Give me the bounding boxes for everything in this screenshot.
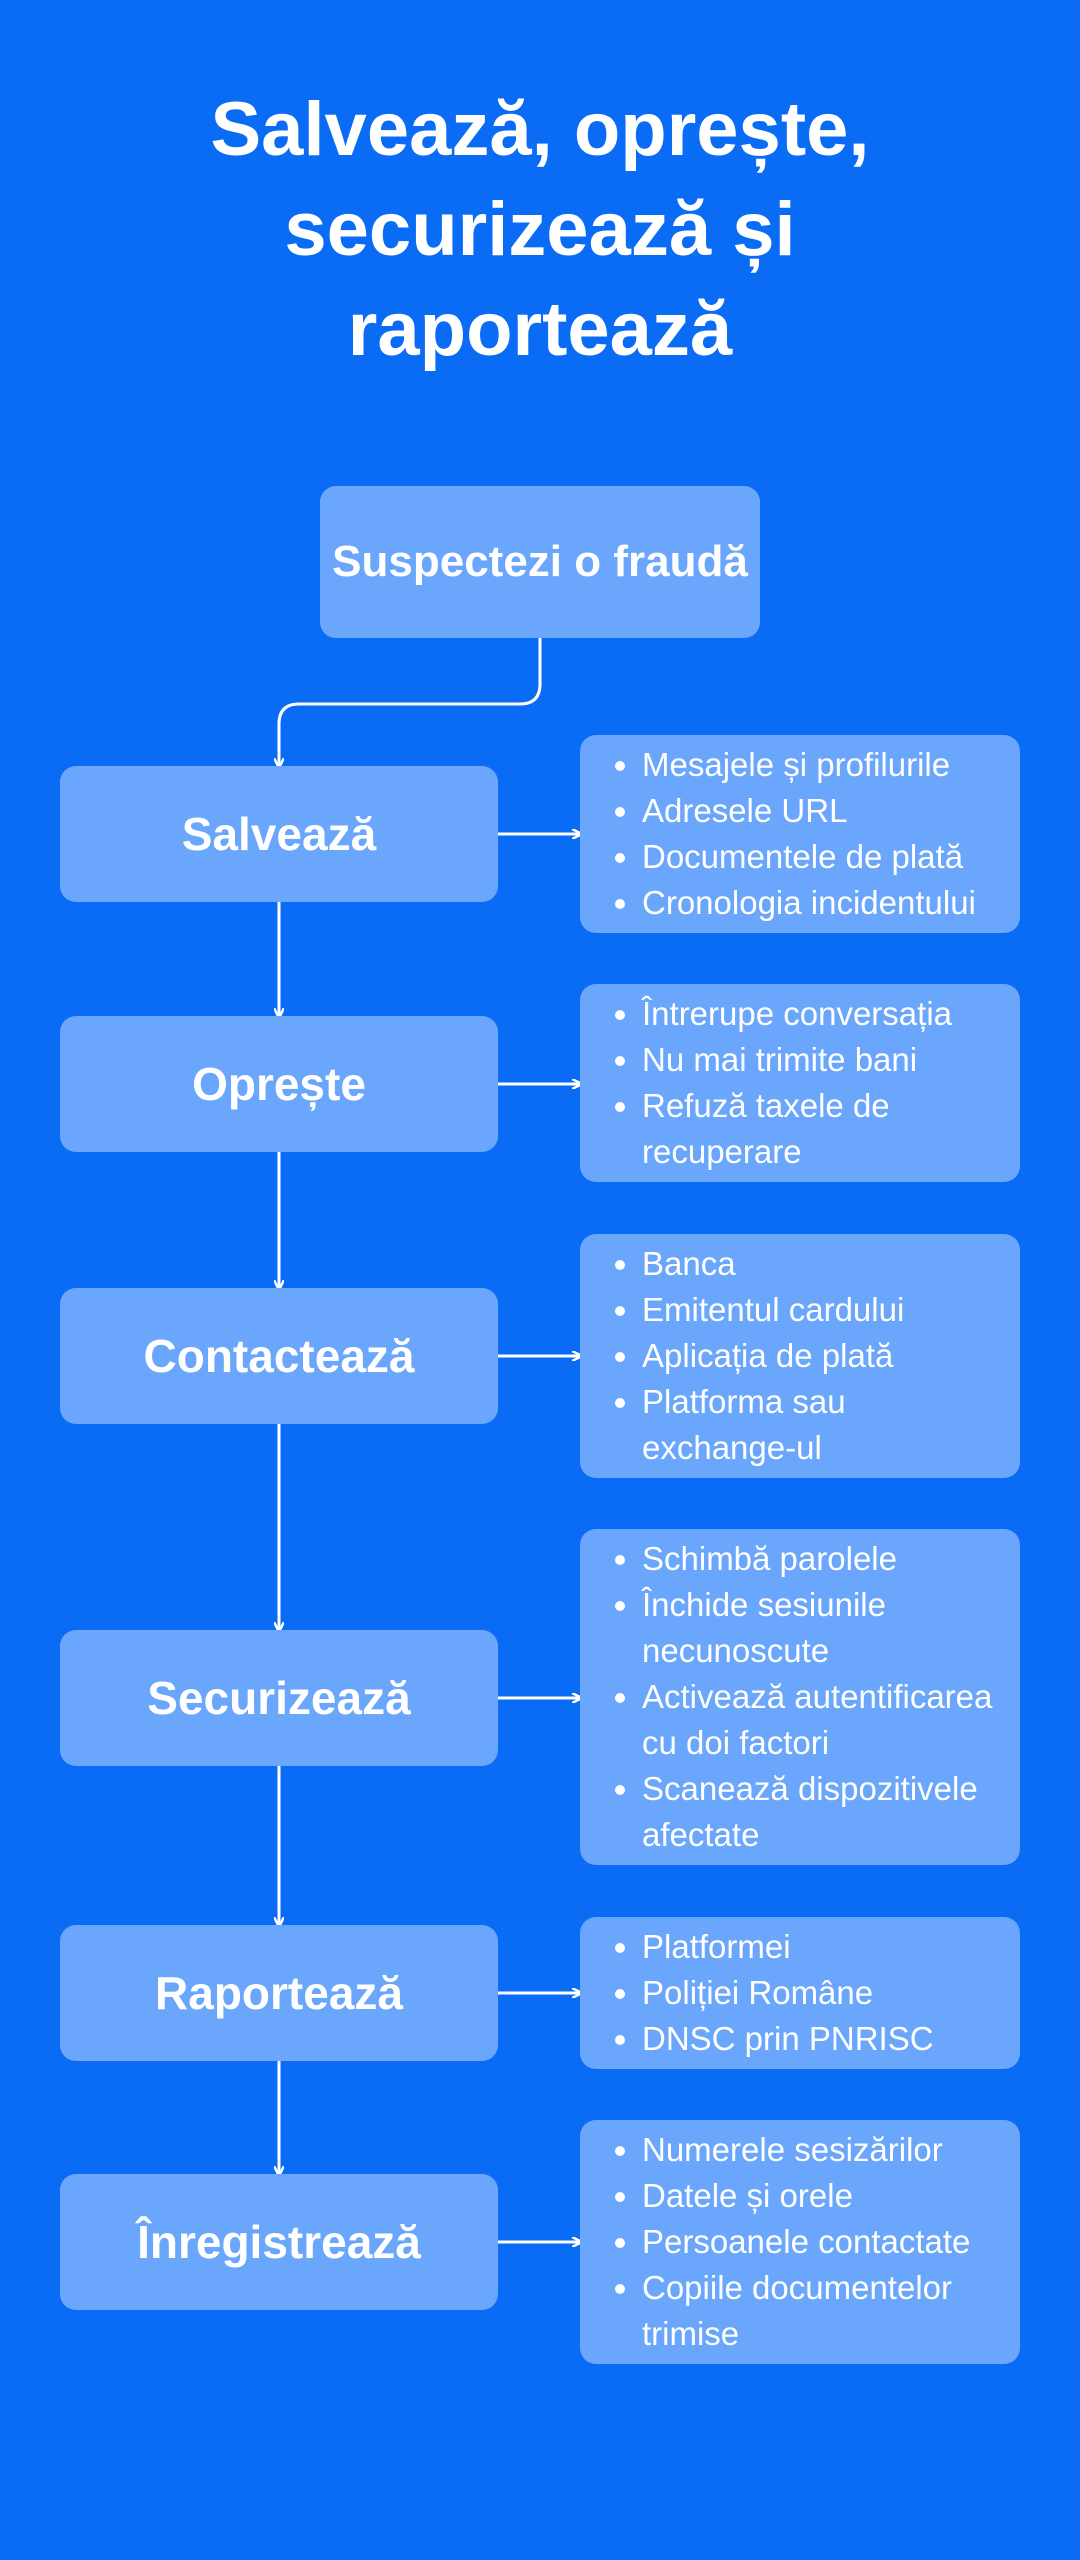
start-label: Suspectezi o fraudă [332, 537, 748, 586]
detail-item: Platformei [642, 1924, 934, 1970]
detail-item: Datele și orele [642, 2173, 1002, 2219]
step-label: Oprește [192, 1058, 366, 1110]
detail-item: Închide sesiunile necunoscute [642, 1582, 1002, 1674]
detail-item: Mesajele și profilurile [642, 742, 976, 788]
details-inregistreaza: Numerele sesizărilor Datele și orele Per… [580, 2120, 1020, 2364]
step-label: Securizează [147, 1672, 411, 1724]
detail-item: Refuză taxele de recuperare [642, 1083, 1002, 1175]
details-opreste: Întrerupe conversația Nu mai trimite ban… [580, 984, 1020, 1182]
detail-item: Persoanele contactate [642, 2219, 1002, 2265]
step-securizeaza: Securizează [60, 1630, 498, 1766]
step-label: Înregistrează [137, 2216, 421, 2268]
detail-item: Copiile documentelor trimise [642, 2265, 1002, 2357]
detail-item: Adresele URL [642, 788, 976, 834]
step-inregistreaza: Înregistrează [60, 2174, 498, 2310]
detail-item: DNSC prin PNRISC [642, 2016, 934, 2062]
step-label: Salvează [181, 808, 377, 860]
detail-item: Poliției Române [642, 1970, 934, 2016]
step-raporteaza: Raportează [60, 1925, 498, 2061]
details-contacteaza: Banca Emitentul cardului Aplicația de pl… [580, 1234, 1020, 1478]
detail-item: Scanează dispozitivele afectate [642, 1766, 1002, 1858]
step-label: Raportează [155, 1967, 403, 2019]
details-salveaza: Mesajele și profilurile Adresele URL Doc… [580, 735, 1020, 933]
detail-item: Aplicația de plată [642, 1333, 1002, 1379]
detail-item: Banca [642, 1241, 1002, 1287]
details-raporteaza: Platformei Poliției Române DNSC prin PNR… [580, 1917, 1020, 2069]
detail-item: Schimbă parolele [642, 1536, 1002, 1582]
detail-item: Întrerupe conversația [642, 991, 1002, 1037]
detail-item: Platforma sau exchange-ul [642, 1379, 1002, 1471]
detail-item: Cronologia incidentului [642, 880, 976, 926]
details-securizeaza: Schimbă parolele Închide sesiunile necun… [580, 1529, 1020, 1865]
page-title: Salvează, oprește, securizează și raport… [210, 87, 870, 372]
start-node: Suspectezi o fraudă [320, 486, 760, 638]
step-label: Contactează [143, 1330, 415, 1382]
detail-item: Nu mai trimite bani [642, 1037, 1002, 1083]
detail-item: Documentele de plată [642, 834, 976, 880]
step-salveaza: Salvează [60, 766, 498, 902]
detail-item: Emitentul cardului [642, 1287, 1002, 1333]
detail-item: Activează autentificarea cu doi factori [642, 1674, 1002, 1766]
step-opreste: Oprește [60, 1016, 498, 1152]
step-contacteaza: Contactează [60, 1288, 498, 1424]
start-connector [279, 638, 542, 766]
detail-item: Numerele sesizărilor [642, 2127, 1002, 2173]
